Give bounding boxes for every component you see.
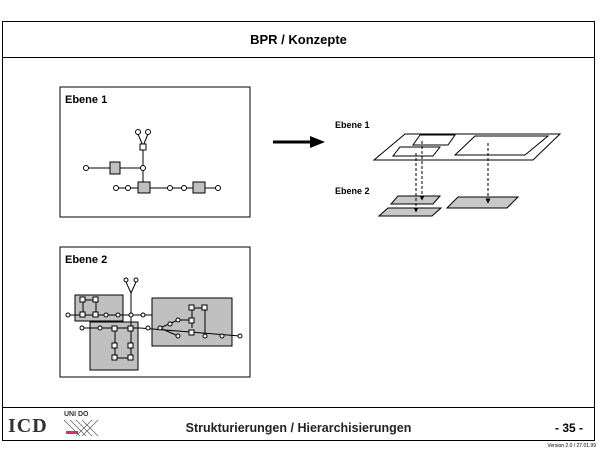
icd-logo: ICD bbox=[8, 415, 48, 437]
uni-logo: UNI DO bbox=[64, 411, 89, 418]
layer-label-level-1: Ebene 1 bbox=[335, 120, 370, 130]
panel-level-2-label: Ebene 2 bbox=[65, 254, 107, 266]
uni-logo-graphic bbox=[63, 419, 99, 437]
panel-level-2: Ebene 2 bbox=[59, 246, 251, 378]
page-number: - 35 - bbox=[554, 421, 583, 435]
version-note: Version 2.0 / 27.01.99 bbox=[547, 443, 596, 449]
panel-level-1: Ebene 1 bbox=[59, 86, 251, 218]
slide-frame bbox=[2, 21, 595, 441]
plane-level-2-c bbox=[445, 196, 520, 209]
layer-label-level-2: Ebene 2 bbox=[335, 186, 370, 196]
title-bar: BPR / Konzepte bbox=[2, 21, 595, 58]
panel-level-1-label: Ebene 1 bbox=[65, 94, 107, 106]
footer-bar: ICD UNI DO Strukturierungen / Hierarchis… bbox=[2, 407, 595, 441]
layer-model: Ebene 1 Ebene 2 bbox=[335, 120, 562, 217]
footer-text: Strukturierungen / Hierarchisierungen bbox=[185, 421, 412, 435]
transition-arrow bbox=[273, 136, 325, 148]
page-title: BPR / Konzepte bbox=[250, 31, 347, 47]
process-graph-level-1 bbox=[83, 129, 221, 194]
plane-level-2-b bbox=[377, 207, 443, 217]
process-graph-level-2 bbox=[65, 277, 243, 371]
